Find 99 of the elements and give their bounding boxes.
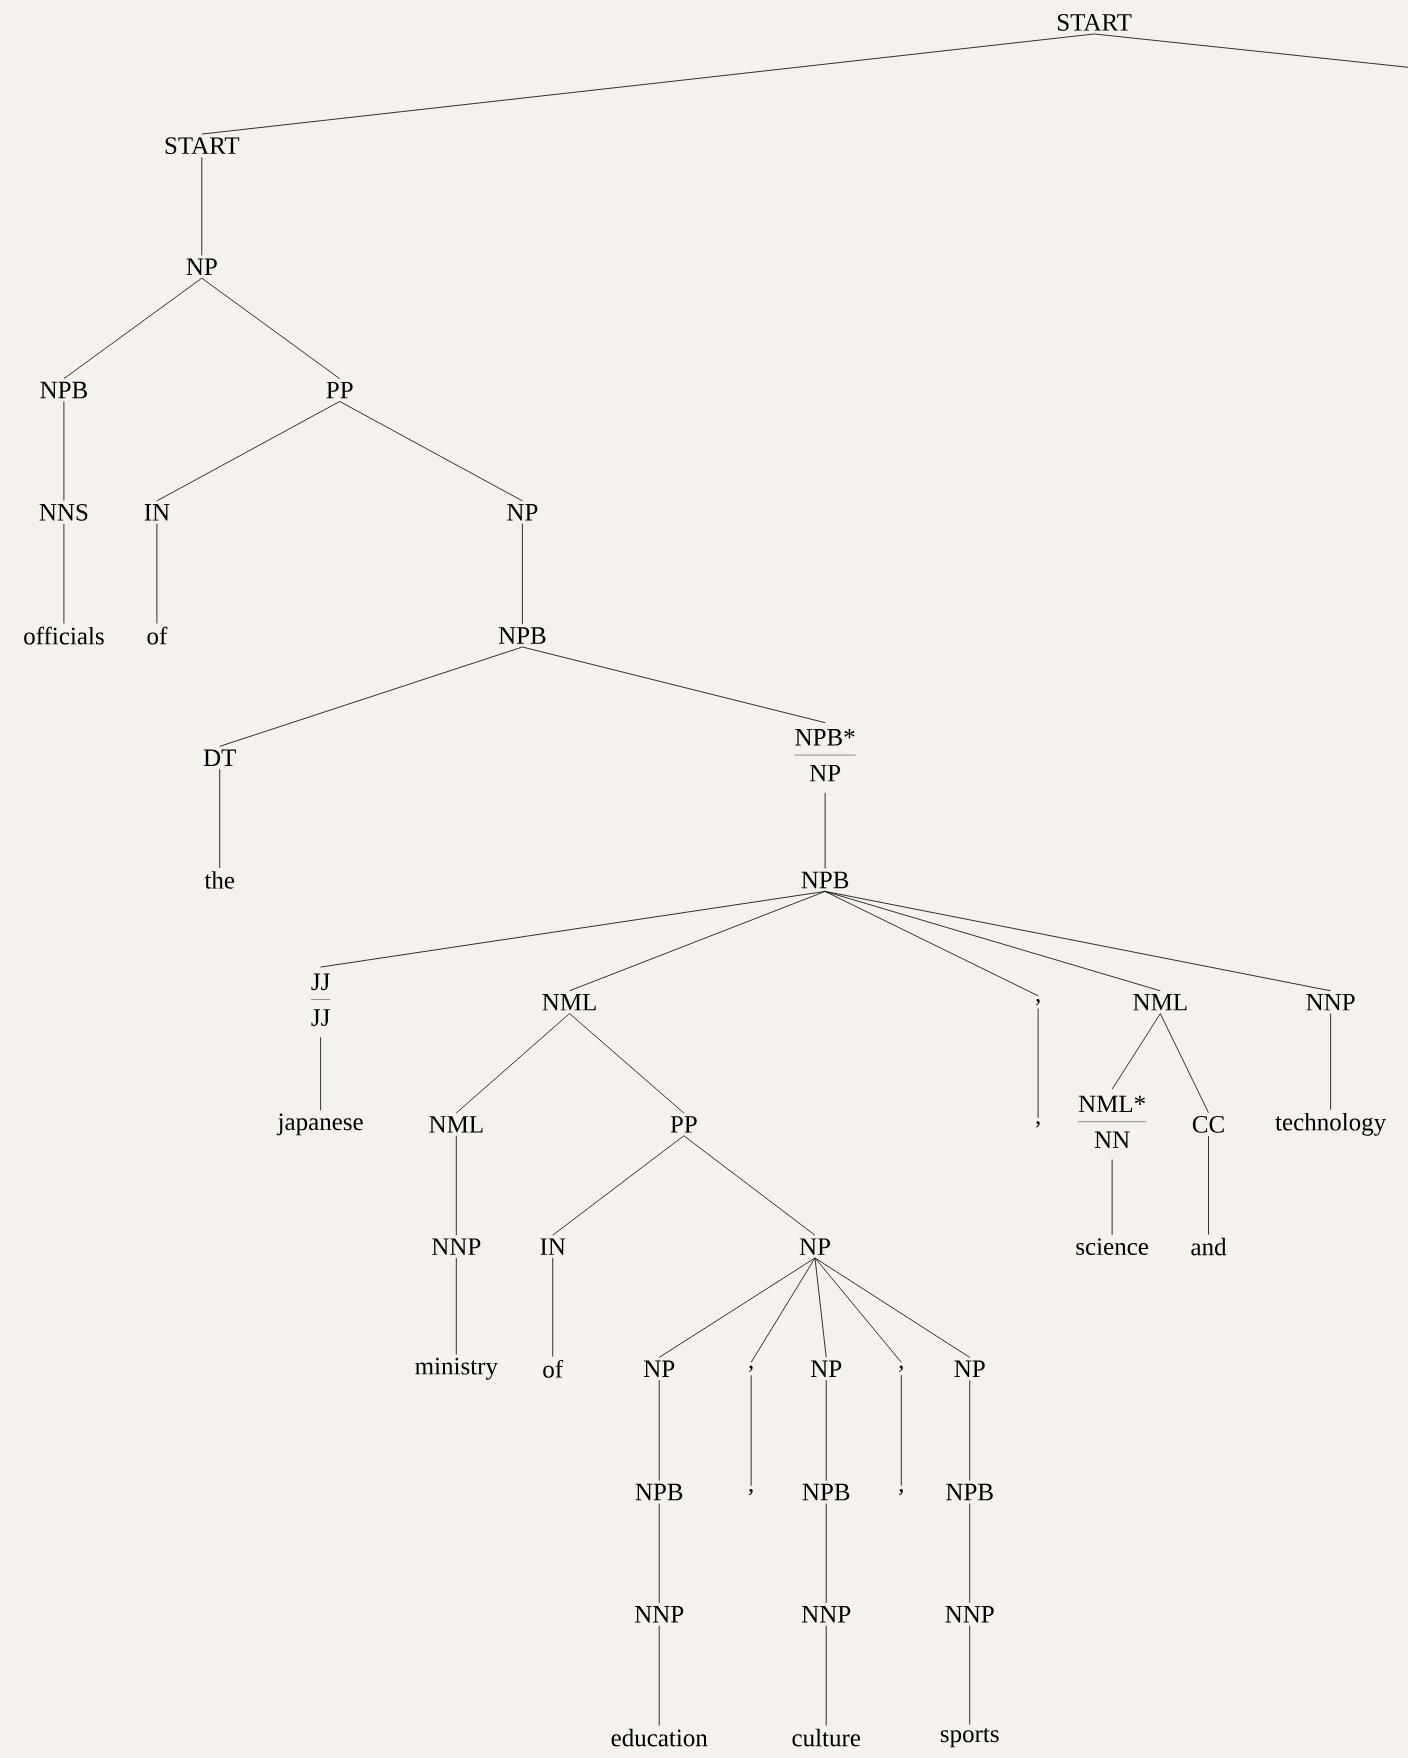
tree-branch: [750, 1257, 816, 1363]
tree-branch: [824, 891, 1331, 992]
tree-label: NPB: [946, 1483, 993, 1501]
tree-branch: [825, 1503, 827, 1604]
tree-label: START: [165, 137, 240, 155]
tree-branch: [1111, 1159, 1113, 1236]
tree-branch: [201, 33, 1095, 135]
tree-branch: [824, 792, 826, 869]
tree-label: education: [611, 1728, 708, 1747]
tree-branch: [219, 646, 523, 747]
tree-label: of: [147, 626, 168, 645]
tree-branch: [156, 523, 158, 624]
fraction-label: NPB* NP: [794, 729, 856, 782]
tree-branch: [658, 1503, 660, 1604]
tree-branch: [320, 1036, 321, 1111]
tree-branch: [1330, 1013, 1331, 1111]
tree-label: ,: [1035, 1121, 1040, 1128]
tree-branch: [569, 891, 826, 992]
tree-branch: [1037, 1008, 1039, 1119]
tree-branch: [658, 1257, 816, 1358]
tree-label: ,: [1035, 999, 1040, 1006]
tree-label: NNP: [432, 1238, 481, 1255]
tree-branch: [552, 1135, 685, 1236]
tree-branch: [969, 1379, 971, 1482]
tree-label: NPB: [635, 1483, 683, 1501]
tree-branch: [569, 1013, 685, 1114]
tree-label: and: [1191, 1237, 1227, 1256]
tree-label: NNP: [634, 1606, 684, 1623]
tree-branch: [900, 1374, 902, 1487]
tree-label: NNS: [39, 503, 88, 521]
tree-label: ,: [899, 1488, 903, 1496]
tree-branch: [156, 401, 341, 502]
tree-label: the: [204, 871, 235, 889]
tree-branch: [339, 401, 523, 502]
tree-branch: [814, 1257, 827, 1358]
tree-label: culture: [792, 1728, 861, 1747]
tree-label: ministry: [415, 1357, 498, 1380]
tree-branch: [814, 1257, 902, 1363]
tree-label: japanese: [276, 1113, 363, 1136]
tree-label: of: [543, 1359, 564, 1378]
tree-label: PP: [326, 381, 353, 399]
tree-branch: [63, 523, 65, 624]
tree-label: NML: [429, 1116, 483, 1133]
tree-branch: [969, 1625, 971, 1726]
tree-label: ,: [899, 1365, 903, 1372]
tree-branch: [658, 1625, 660, 1726]
tree-branch: [552, 1257, 554, 1358]
tree-label: NML: [1133, 994, 1187, 1011]
tree-label: technology: [1275, 1113, 1387, 1136]
tree-label: ,: [748, 1365, 753, 1372]
tree-label: NNP: [1306, 994, 1355, 1011]
tree-branch: [320, 891, 826, 968]
fraction-label: JJ JJ: [310, 973, 331, 1026]
tree-label: DT: [203, 749, 236, 766]
fraction-label: NML* NN: [1077, 1095, 1147, 1148]
tree-label: sports: [940, 1727, 999, 1748]
tree-branch: [522, 523, 523, 625]
tree-branch: [1111, 1013, 1161, 1090]
tree-branch: [824, 891, 1039, 997]
tree-branch: [825, 1379, 827, 1482]
tree-label: science: [1076, 1238, 1149, 1255]
tree-label: START: [1057, 14, 1132, 31]
tree-label: NNP: [801, 1606, 851, 1623]
tree-branch: [969, 1503, 971, 1604]
tree-label: IN: [144, 504, 170, 521]
tree-branch: [814, 1257, 971, 1358]
tree-label: NP: [954, 1360, 985, 1377]
tree-label: IN: [540, 1238, 566, 1255]
tree-branch: [522, 646, 826, 724]
tree-label: NPB: [801, 871, 849, 889]
tree-label: NNP: [945, 1606, 994, 1623]
tree-label: officials: [24, 626, 104, 645]
tree-label: NPB: [40, 381, 87, 399]
tree-branch: [658, 1379, 660, 1482]
tree-branch: [1093, 33, 1408, 68]
tree-label: NP: [799, 1238, 830, 1255]
tree-branch: [1159, 1013, 1209, 1114]
tree-label: ,: [748, 1488, 753, 1496]
tree-branch: [825, 1625, 827, 1726]
tree-branch: [455, 1013, 570, 1114]
tree-label: NPB: [498, 627, 546, 644]
tree-branch: [750, 1374, 752, 1487]
tree-branch: [201, 277, 341, 380]
tree-label: NP: [643, 1360, 675, 1377]
tree-label: NP: [186, 258, 217, 275]
tree-branch: [455, 1257, 457, 1355]
tree-label: PP: [670, 1116, 697, 1133]
tree-label: NP: [507, 504, 538, 521]
tree-label: NP: [810, 1360, 842, 1377]
tree-branch: [219, 768, 221, 869]
tree-branch: [63, 277, 203, 380]
tree-branch: [1208, 1135, 1209, 1235]
tree-branch: [201, 156, 203, 256]
tree-label: NML: [542, 994, 596, 1011]
tree-label: NPB: [802, 1483, 850, 1501]
tree-label: CC: [1192, 1116, 1224, 1133]
tree-branch: [63, 401, 65, 502]
tree-branch: [455, 1135, 457, 1236]
tree-branch: [683, 1135, 816, 1236]
